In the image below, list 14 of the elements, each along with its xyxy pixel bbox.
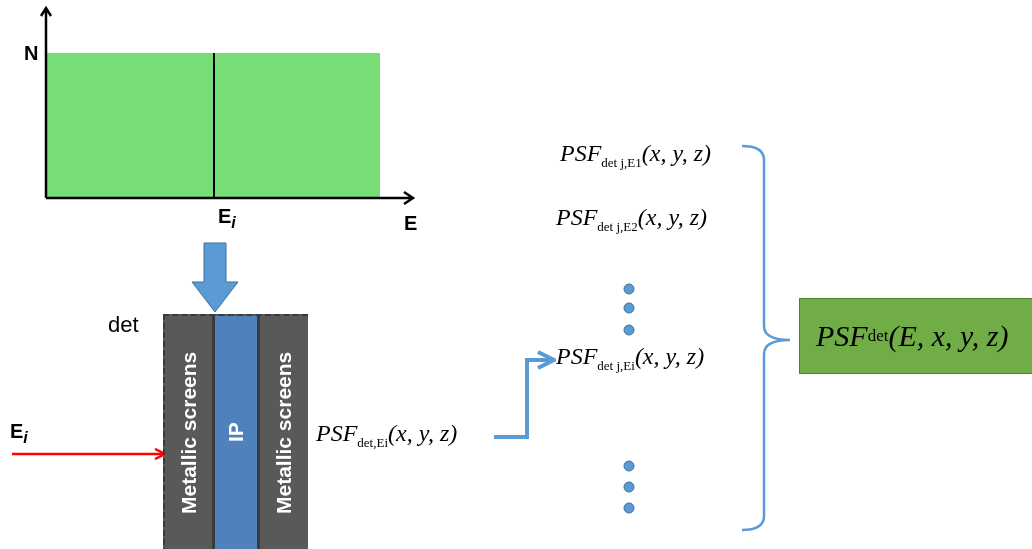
arrow bbox=[494, 350, 556, 439]
metallic-screen-layer: Metallic screens bbox=[165, 316, 212, 549]
metallic-screen-layer: Metallic screens bbox=[260, 316, 308, 549]
formula-text: PSF$_{det,Ei}$(x, y, z) bbox=[316, 420, 492, 454]
block-arrow bbox=[191, 242, 239, 313]
formula-text: PSF$_{det j,Ei}$(x, y, z) bbox=[556, 343, 756, 377]
axis-label: N bbox=[24, 42, 39, 65]
axis-label: E bbox=[404, 212, 418, 235]
energy-label: E$_{i}$ bbox=[10, 420, 40, 454]
detector-label: det bbox=[108, 312, 139, 338]
imaging-plate-layer: IP bbox=[212, 316, 260, 549]
axis-label: E$_{i}$ bbox=[218, 205, 236, 232]
formula-text: PSF$_{det j,E1}$(x, y, z) bbox=[560, 140, 750, 174]
formula-text: PSF$_{det j,E2}$(x, y, z) bbox=[556, 204, 746, 238]
